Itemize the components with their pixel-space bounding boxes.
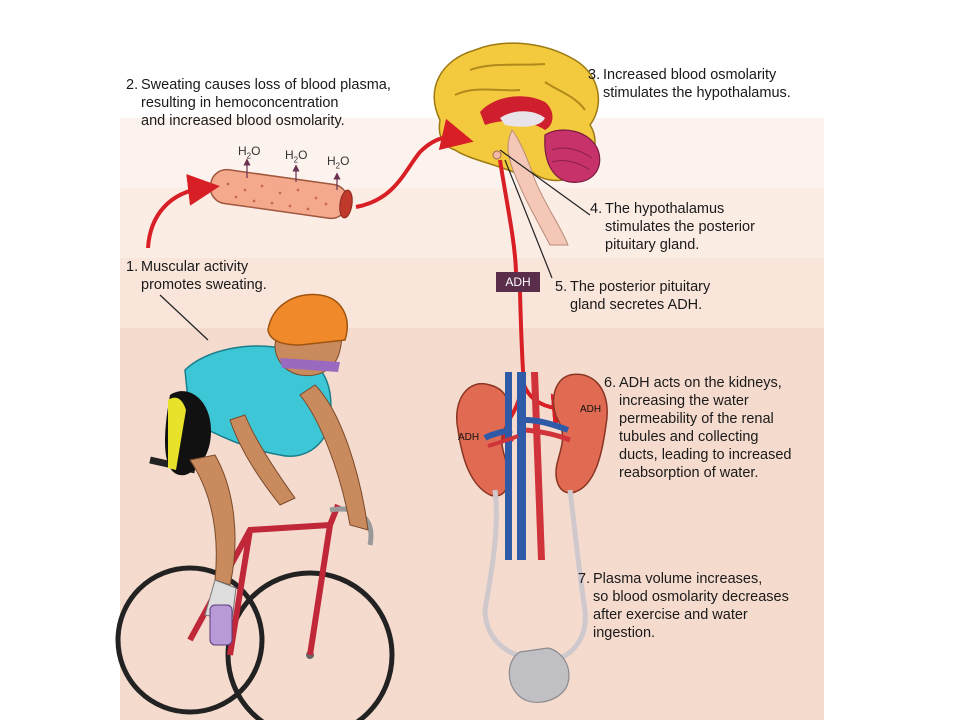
leader-lines — [159, 149, 591, 341]
h2o-label: H2O — [327, 154, 350, 171]
step-7: 7. Plasma volume increases, so blood osm… — [578, 571, 789, 641]
step-2: 2. Sweating causes loss of blood plasma,… — [126, 77, 391, 129]
adh-label-right-kidney: ADH — [580, 404, 602, 415]
step-4: 4. The hypothalamus stimulates the poste… — [590, 201, 755, 253]
brain-illustration — [433, 42, 601, 246]
h2o-label: H2O — [238, 144, 261, 161]
cyclist-illustration — [115, 293, 395, 720]
step-1: 1. Muscular activity promotes sweating. — [126, 259, 267, 293]
kidneys-illustration — [456, 372, 608, 703]
h2o-label: H2O — [285, 148, 308, 165]
adh-badge: ADH — [496, 272, 540, 292]
step-5: 5. The posterior pituitary gland secrete… — [555, 279, 711, 313]
step-3: 3. Increased blood osmolarity stimulates… — [588, 67, 791, 101]
step-6: 6. ADH acts on the kidneys, increasing t… — [604, 375, 792, 481]
adh-label-left-kidney: ADH — [458, 432, 480, 443]
blood-vessel-illustration — [209, 158, 353, 220]
